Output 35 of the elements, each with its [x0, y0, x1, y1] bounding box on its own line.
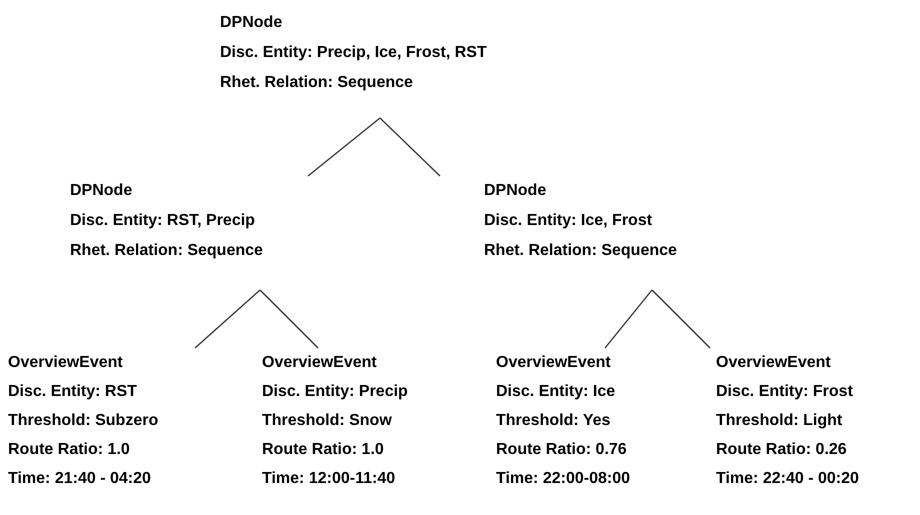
tree-branch-line: [380, 118, 440, 176]
node-attribute: Threshold: Yes: [496, 411, 610, 431]
tree-branch-line: [604, 290, 652, 348]
node-attribute: Threshold: Subzero: [8, 411, 158, 431]
node-attribute: Disc. Entity: RST: [8, 382, 137, 402]
node-heading: DPNode: [70, 181, 132, 201]
node-attribute: Time: 12:00-11:40: [262, 469, 396, 489]
node-heading: DPNode: [220, 13, 282, 33]
node-heading: OverviewEvent: [496, 353, 611, 373]
node-attribute: Disc. Entity: Ice, Frost: [484, 211, 652, 231]
tree-branch-line: [260, 290, 318, 348]
node-attribute: Rhet. Relation: Sequence: [484, 241, 677, 261]
node-attribute: Time: 22:40 - 00:20: [716, 469, 859, 489]
node-heading: DPNode: [484, 181, 546, 201]
node-attribute: Disc. Entity: Frost: [716, 382, 853, 402]
node-attribute: Route Ratio: 1.0: [262, 440, 384, 460]
node-attribute: Disc. Entity: Precip: [262, 382, 408, 402]
node-heading: OverviewEvent: [8, 353, 123, 373]
node-attribute: Threshold: Snow: [262, 411, 392, 431]
node-attribute: Route Ratio: 0.76: [496, 440, 627, 460]
tree-branch-line: [308, 118, 380, 176]
node-attribute: Rhet. Relation: Sequence: [70, 241, 263, 261]
node-attribute: Rhet. Relation: Sequence: [220, 73, 413, 93]
node-heading: OverviewEvent: [716, 353, 831, 373]
node-attribute: Time: 21:40 - 04:20: [8, 469, 151, 489]
tree-branch-line: [652, 290, 710, 348]
node-attribute: Route Ratio: 0.26: [716, 440, 847, 460]
node-attribute: Route Ratio: 1.0: [8, 440, 130, 460]
node-attribute: Time: 22:00-08:00: [496, 469, 630, 489]
node-attribute: Disc. Entity: Ice: [496, 382, 616, 402]
node-heading: OverviewEvent: [262, 353, 377, 373]
node-attribute: Disc. Entity: Precip, Ice, Frost, RST: [220, 43, 487, 63]
node-attribute: Disc. Entity: RST, Precip: [70, 211, 255, 231]
node-attribute: Threshold: Light: [716, 411, 842, 431]
tree-branch-line: [194, 290, 260, 348]
